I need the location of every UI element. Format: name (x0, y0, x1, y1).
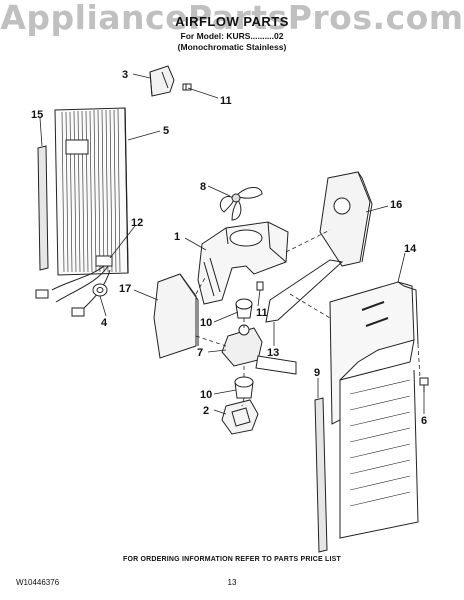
callout-8: 8 (200, 181, 206, 193)
callout-17: 17 (119, 283, 131, 295)
callout-11-mid: 11 (256, 307, 268, 319)
leader-lines (39, 73, 425, 415)
part-11-screw-top (182, 83, 192, 91)
part-17-side-panel (153, 273, 199, 359)
part-6-screw (419, 377, 429, 392)
part-13-wire-frame (265, 259, 344, 323)
part-9-foam-strip (314, 397, 328, 553)
callout-3: 3 (122, 69, 128, 81)
alignment-lines (195, 229, 421, 407)
part-4-grommet (92, 283, 108, 297)
callout-5: 5 (163, 125, 169, 137)
callout-10-lower: 10 (200, 389, 212, 401)
callout-6: 6 (421, 415, 427, 427)
model-subtitle: For Model: KURS..........02 (180, 31, 284, 41)
part-2-motor-bracket (221, 399, 259, 435)
part-11-screw-mid (256, 281, 264, 291)
page-title: AIRFLOW PARTS (175, 14, 289, 29)
part-1-fan-housing (197, 221, 289, 305)
watermark: AppliancePartsPros.com (0, 0, 464, 37)
part-8-fan-blade (219, 187, 263, 221)
callout-2: 2 (203, 405, 209, 417)
callout-labels: 3 11 5 15 12 4 8 16 1 17 11 10 13 7 10 2… (31, 69, 427, 427)
ordering-footer: FOR ORDERING INFORMATION REFER TO PARTS … (122, 556, 342, 563)
part-7-fan-motor (221, 324, 297, 375)
callout-10-upper: 10 (200, 317, 212, 329)
callout-12: 12 (131, 217, 143, 229)
part-14-foam-strip (37, 145, 49, 271)
callout-9: 9 (314, 367, 320, 379)
part-5-evaporator-cover (54, 107, 129, 276)
callout-13: 13 (267, 347, 279, 359)
callout-16: 16 (390, 199, 402, 211)
part-12-wire-harness (35, 255, 113, 317)
part-15-rear-duct (329, 281, 419, 539)
part-10-motor-mount-lower (234, 376, 254, 399)
part-16-duct-plate (319, 171, 373, 267)
callout-14: 15 (31, 109, 43, 121)
part-10-motor-mount-upper (235, 298, 253, 319)
callout-1: 1 (174, 231, 180, 243)
callout-7: 7 (197, 347, 203, 359)
document-number: W10446376 (16, 578, 60, 587)
callout-4: 4 (101, 317, 108, 329)
color-subtitle: (Monochromatic Stainless) (177, 42, 287, 52)
part-3-bracket (149, 65, 175, 97)
page-number: 13 (227, 578, 237, 587)
callout-15: 14 (404, 243, 417, 255)
callout-11-top: 11 (220, 95, 232, 107)
